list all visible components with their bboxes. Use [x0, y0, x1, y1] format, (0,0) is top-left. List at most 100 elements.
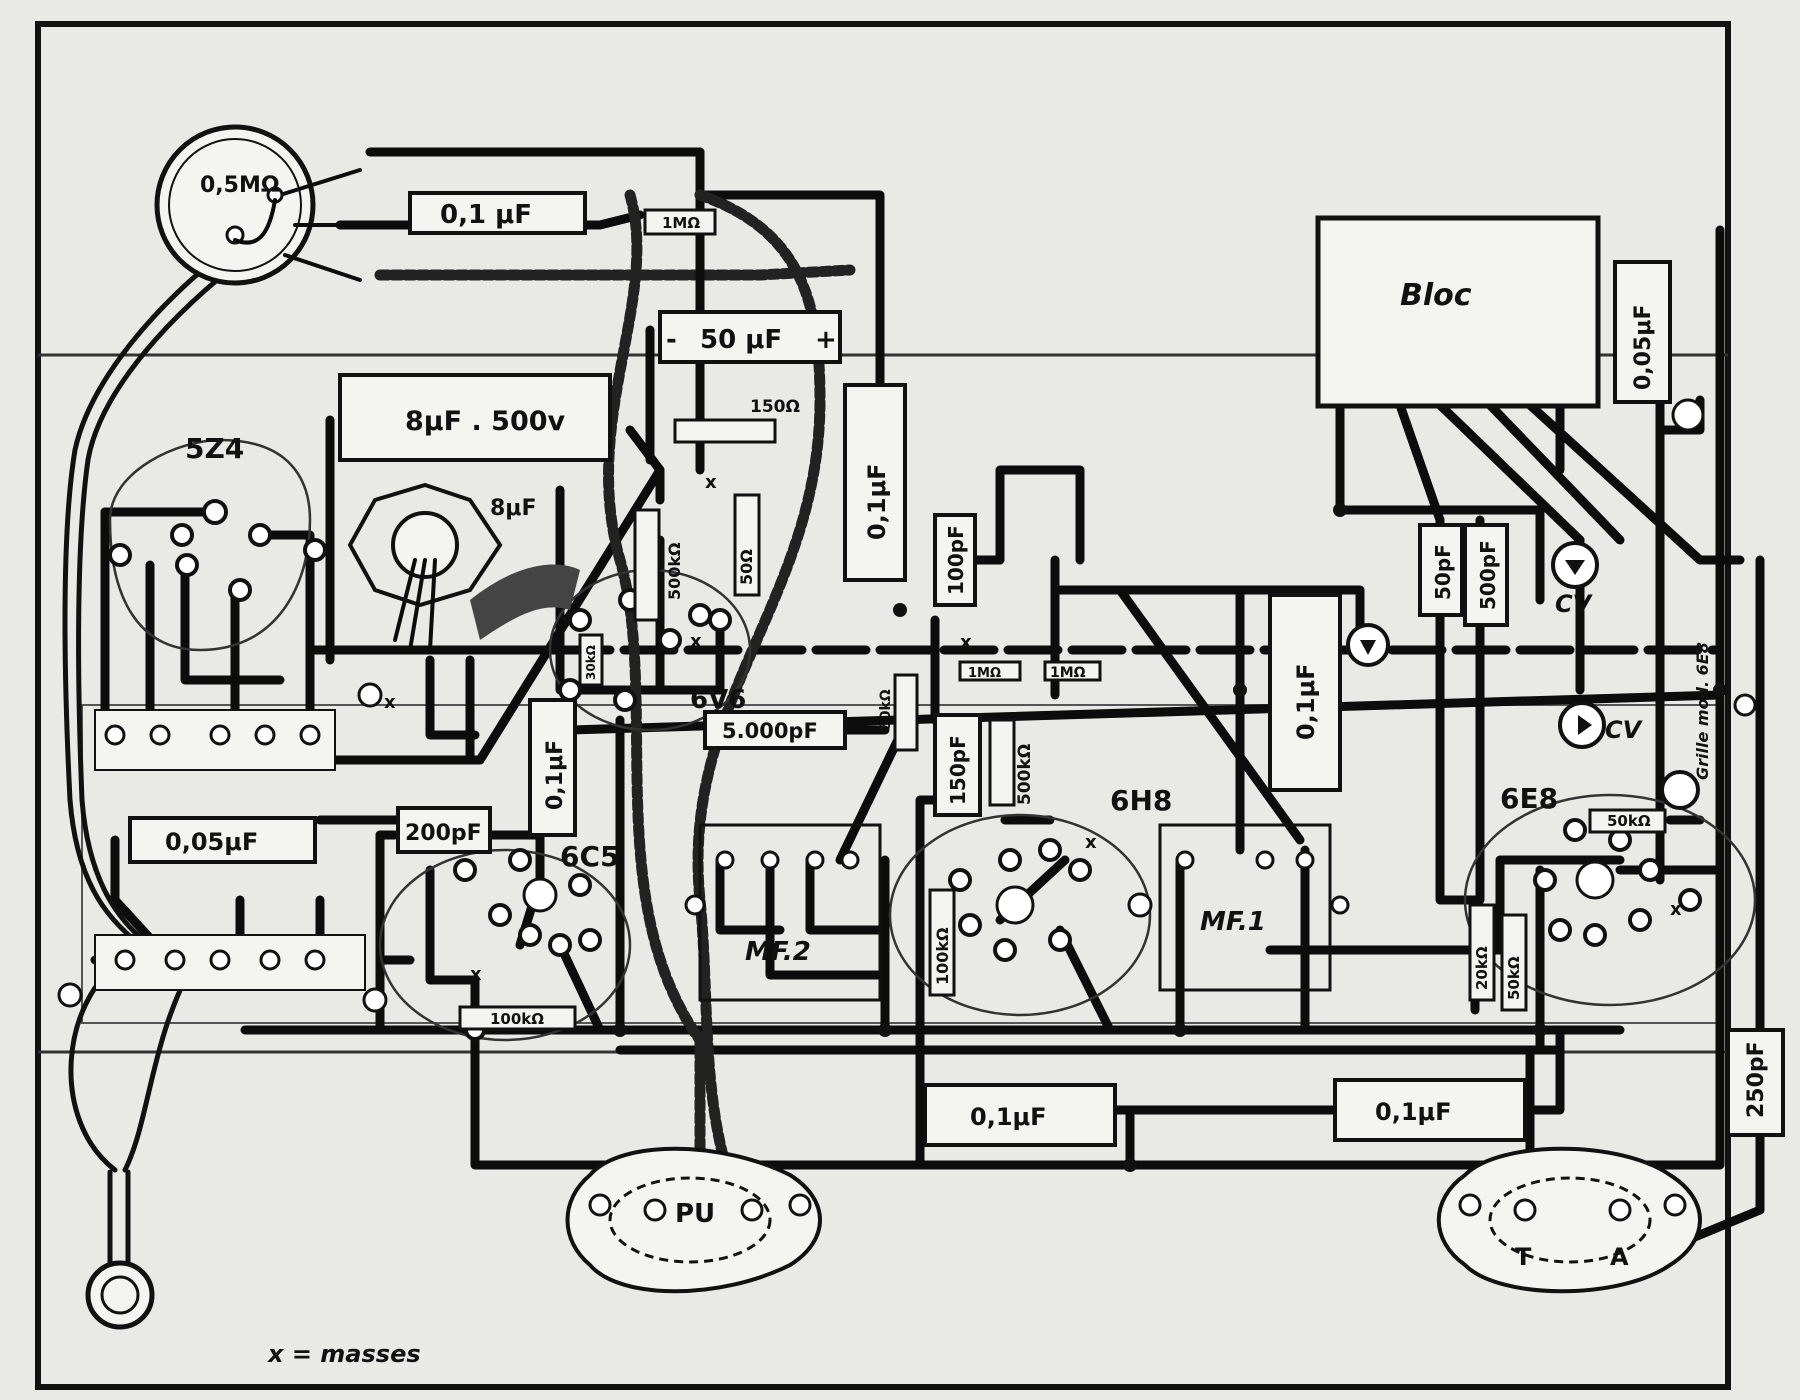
capacitor-0.1uf-6c5: 0,1μF: [528, 698, 577, 837]
resistor-1m-mid-b: 1MΩ: [1043, 660, 1102, 682]
capacitor-100pf: 100pF: [933, 513, 977, 607]
diagram-frame: [35, 21, 1731, 1390]
svg-text:100pF: 100pF: [944, 525, 968, 595]
can-label: 8μF: [490, 496, 537, 521]
resistor-50k-6e8: 50kΩ: [1588, 808, 1667, 834]
terminal-t-label: T: [1515, 1243, 1532, 1271]
svg-text:30kΩ: 30kΩ: [584, 645, 598, 680]
capacitor-0.1uf-top: 0,1 μF: [408, 191, 587, 235]
resistor-1m-top: 1MΩ: [643, 208, 717, 236]
svg-text:50kΩ: 50kΩ: [878, 689, 894, 730]
svg-text:1MΩ: 1MΩ: [662, 214, 700, 232]
pot-label: 0,5MΩ: [200, 173, 280, 198]
tube-6h8: [888, 813, 1152, 1017]
capacitor-150pf: 150pF: [933, 713, 982, 817]
terminal-strip-5z4: [94, 709, 336, 771]
svg-text:150Ω: 150Ω: [750, 397, 800, 417]
svg-text:+: +: [815, 325, 837, 355]
capacitor-0.1uf-bottom-right: 0,1μF: [1333, 1078, 1527, 1142]
capacitor-0.05uf-bloc: 0,05μF: [1613, 260, 1672, 404]
svg-text:500kΩ: 500kΩ: [1015, 744, 1035, 805]
capacitor-200pf: 200pF: [396, 806, 492, 854]
svg-text:0,1μF: 0,1μF: [543, 740, 568, 810]
svg-text:0,1μF: 0,1μF: [1375, 1098, 1452, 1126]
svg-text:CV: CV: [1555, 590, 1594, 618]
bloc-label: Bloc: [1400, 278, 1472, 313]
svg-text:0,05μF: 0,05μF: [1631, 305, 1656, 391]
svg-text:1MΩ: 1MΩ: [1050, 665, 1086, 681]
grommet: [85, 1260, 155, 1330]
svg-text:20kΩ: 20kΩ: [1473, 946, 1491, 990]
resistor-50k-6e8b: 50kΩ: [1500, 913, 1528, 1012]
label-5z4: 5Z4: [185, 432, 244, 465]
pu-label: PU: [675, 1199, 715, 1229]
svg-text:500kΩ: 500kΩ: [665, 542, 684, 600]
svg-text:0,1μF: 0,1μF: [970, 1103, 1047, 1131]
capacitor-0.1uf-vertical: 0,1μF: [843, 383, 907, 582]
svg-text:8μF . 500v: 8μF . 500v: [405, 406, 566, 437]
svg-text:5.000pF: 5.000pF: [722, 719, 818, 743]
label-mf2: MF.2: [745, 937, 811, 967]
svg-text:0,1μF: 0,1μF: [1292, 663, 1320, 740]
label-6c5: 6C5: [560, 840, 620, 873]
svg-text:50 μF: 50 μF: [700, 325, 782, 355]
capacitor-50uf: - 50 μF +: [658, 310, 842, 364]
resistor-100k-6h8: 100kΩ: [928, 888, 956, 997]
mounting-holes: [57, 682, 1757, 1013]
capacitor-0.1uf-mf1: 0,1μF: [1268, 593, 1342, 792]
svg-text:0,05μF: 0,05μF: [165, 828, 258, 856]
jack-pu: PU: [565, 1146, 822, 1294]
trimmer-cv-1: CV: [1551, 541, 1599, 618]
electrolytic-can-8uf: [347, 482, 580, 652]
ground-marks: x x x x x x x: [384, 472, 1727, 1172]
capacitor-50pf: 50pF: [1418, 523, 1464, 617]
resistor-150: 150Ω: [673, 397, 800, 444]
legend-masses: x = masses: [267, 1340, 421, 1368]
potentiometer: 0,5MΩ: [154, 124, 372, 286]
tuning-block: Bloc: [1315, 215, 1601, 409]
svg-text:50kΩ: 50kΩ: [1607, 812, 1651, 830]
svg-text:100kΩ: 100kΩ: [933, 927, 952, 985]
svg-text:50kΩ: 50kΩ: [1505, 956, 1523, 1000]
svg-text:x: x: [1670, 899, 1682, 920]
svg-text:x: x: [705, 472, 717, 493]
svg-text:0,1 μF: 0,1 μF: [440, 200, 532, 230]
svg-text:150pF: 150pF: [946, 735, 970, 805]
label-6v6: 6V6: [690, 685, 746, 715]
svg-text:100kΩ: 100kΩ: [490, 1010, 544, 1028]
svg-text:1MΩ: 1MΩ: [968, 666, 1001, 681]
svg-text:50pF: 50pF: [1431, 544, 1455, 600]
svg-text:x: x: [690, 631, 702, 652]
resistor-30k: 30kΩ: [578, 633, 604, 687]
resistor-50: 50Ω: [733, 493, 761, 597]
svg-text:x: x: [960, 632, 972, 653]
svg-text:x: x: [384, 692, 396, 713]
resistor-500k: 500kΩ: [633, 508, 684, 622]
svg-text:CV: CV: [1605, 716, 1644, 744]
capacitor-250pf: 250pF: [1726, 1028, 1785, 1137]
if-transformer-1: [1158, 823, 1350, 992]
tube-6e8: [1463, 793, 1757, 1007]
resistor-100k-6c5: 100kΩ: [458, 1005, 577, 1031]
resistor-50k-mid: 50kΩ: [878, 673, 919, 752]
svg-text:x: x: [1085, 832, 1097, 853]
resistor-20k: 20kΩ: [1468, 903, 1496, 1002]
grille-note: Grille mod. 6E8: [1693, 642, 1712, 780]
label-6e8: 6E8: [1500, 782, 1558, 815]
svg-text:50Ω: 50Ω: [737, 549, 756, 585]
capacitor-0.05uf-left: 0,05μF: [128, 816, 317, 864]
resistor-1m-mid-a: 1MΩ: [958, 660, 1022, 682]
tube-6c5: [378, 848, 632, 1042]
trimmer-grille: [1660, 398, 1705, 810]
tube-5z4: [108, 438, 327, 652]
trimmer-mf1: [1346, 623, 1390, 667]
trimmer-cv-2: CV: [1558, 701, 1644, 749]
label-mf1: MF.1: [1200, 907, 1266, 937]
resistor-500k-mid: 500kΩ: [988, 718, 1035, 807]
svg-text:-: -: [666, 325, 677, 355]
capacitor-500pf: 500pF: [1463, 523, 1509, 627]
terminal-strip-output: [94, 934, 366, 991]
capacitor-0.1uf-bottom-left: 0,1μF: [923, 1083, 1117, 1147]
svg-text:x: x: [470, 964, 482, 985]
